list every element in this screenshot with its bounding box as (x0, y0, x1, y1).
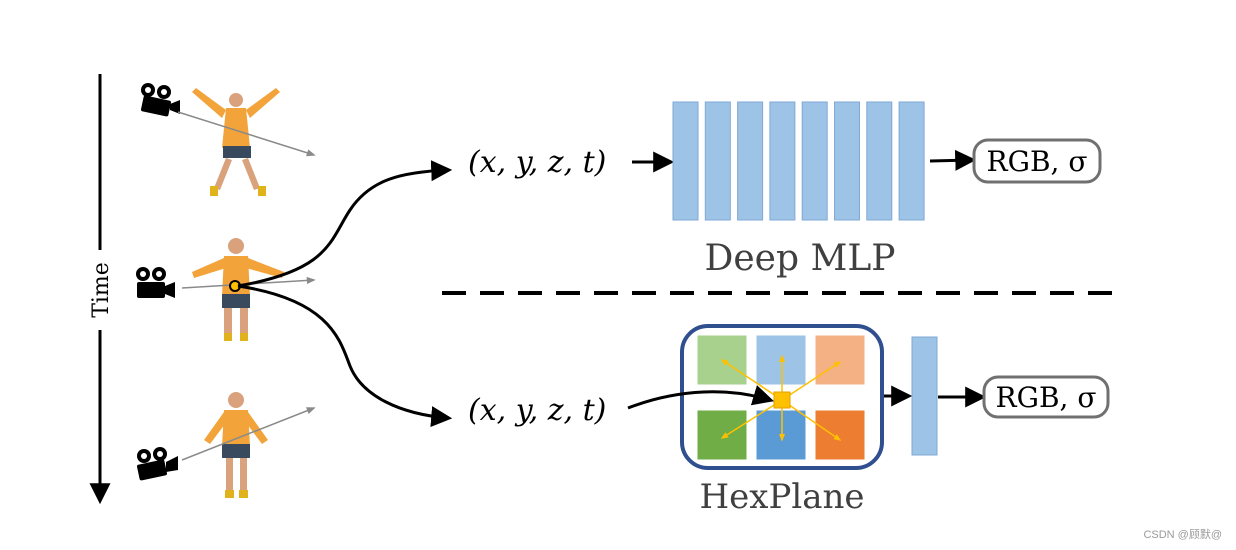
camera-icon (137, 447, 178, 481)
feature-plane (814, 409, 866, 461)
input-arrow (627, 385, 775, 410)
hexplane-label: HexPlane (700, 477, 865, 517)
output-box-bottom (982, 375, 1110, 419)
camera-ray (181, 407, 316, 461)
watermark: CSDN @顾默@ (1143, 529, 1222, 541)
figure-frame-2 (136, 238, 316, 341)
camera-ray (177, 111, 316, 157)
tiny-mlp-layer (911, 336, 938, 456)
feature-plane (755, 409, 807, 461)
output-label-top: RGB, σ (987, 145, 1088, 178)
time-axis: Time (89, 74, 114, 505)
mlp-layer (769, 101, 796, 221)
bottom-input-label: (x, y, z, t) (468, 393, 606, 428)
projection-ray (781, 399, 842, 441)
figure-frame-3 (137, 392, 316, 498)
camera-icon (141, 83, 180, 117)
mlp-layer (801, 101, 828, 221)
output-box-top (972, 138, 1102, 184)
projection-ray (781, 361, 842, 401)
mlp-layer (834, 101, 860, 221)
time-axis-label: Time (89, 262, 114, 318)
mlp-layer (704, 101, 731, 221)
mlp-layer (672, 101, 699, 221)
query-point (773, 391, 791, 409)
deep-mlp-label: Deep MLP (705, 238, 896, 279)
top-input-label: (x, y, z, t) (468, 145, 606, 180)
mlp-layers (672, 101, 925, 221)
person-figure (192, 88, 280, 196)
person-figure (204, 392, 268, 498)
output-arrow (929, 149, 977, 171)
mlp-layer (898, 101, 925, 221)
hexplane-planes (696, 334, 866, 461)
output-label-bottom: RGB, σ (996, 381, 1097, 414)
figure-frame-1 (141, 83, 316, 196)
projection-ray (720, 399, 783, 439)
branch-arrow-top (237, 160, 453, 288)
camera-icon (136, 267, 175, 298)
feature-plane (696, 409, 748, 461)
branch-arrow-bottom (237, 284, 453, 428)
feature-plane (814, 334, 866, 386)
mlp-layer (866, 101, 893, 221)
mlp-layer (737, 101, 764, 221)
feature-plane (755, 334, 807, 386)
